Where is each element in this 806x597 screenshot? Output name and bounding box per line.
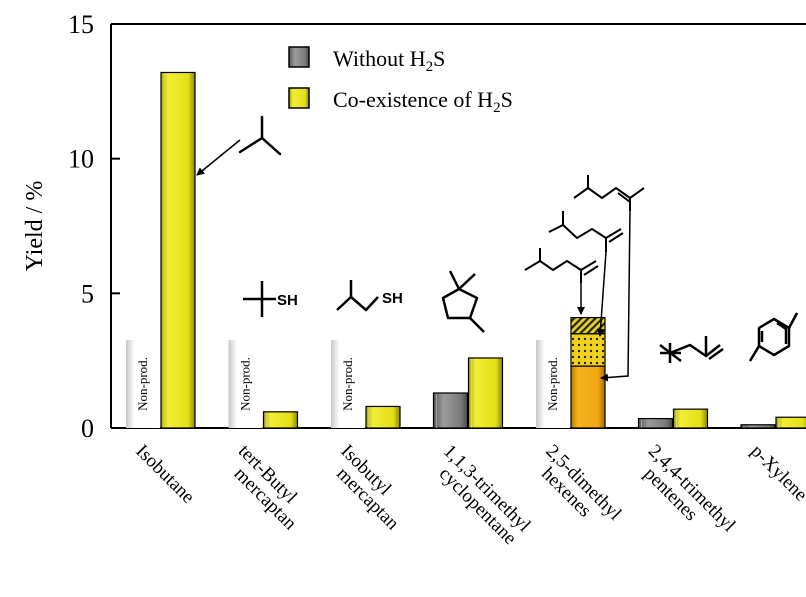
x-category-label: 2,5-dimethylhexenes [528,441,625,538]
bar-segment-dimethylhexene [570,365,606,429]
structure-p-xylene [748,312,799,362]
non-prod-label: Non-prod. [340,357,355,411]
x-category-label: Isobutylmercaptan [323,441,417,535]
bar-without-h2s [637,417,674,429]
structure-trimethylcyclopentane [441,270,485,333]
structure-trimethylpentene [659,336,724,363]
legend-label-without: Without H2S [333,46,445,75]
bar-with-h2s [775,416,806,429]
non-prod-placeholder [536,340,570,428]
legend: Without H2S Co-existence of H2S [288,46,513,116]
x-category-label: p-Xylene [746,441,806,506]
sh-label-ibm: SH [382,290,403,307]
y-axis-label: Yield / % [22,181,48,272]
arrow-isobutane [196,139,241,176]
legend-swatch-with [288,87,310,109]
structure-tert-butyl-mercaptan [243,281,276,317]
x-category-label: tert-Butylmercaptan [221,441,315,535]
non-prod-placeholder [228,340,263,428]
non-prod-placeholder [331,340,365,428]
structure-isobutane [238,115,282,156]
bar-without-h2s [740,424,776,429]
legend-label-with: Co-existence of H2S [333,87,513,116]
non-prod-label: Non-prod. [238,357,253,411]
structure-isobutyl-mercaptan [336,280,379,312]
bar-with-h2s [160,71,196,429]
legend-swatch-without [288,46,310,68]
non-prod-placeholder [126,340,160,428]
bar-segment-dimethylhexene [570,316,606,335]
bar-segment-dimethylhexene [570,333,606,367]
bar-without-h2s [432,392,469,429]
bar-with-h2s [262,411,299,429]
y-tick-label: 10 [68,145,94,174]
structure-dimethylhexene-a [573,175,645,211]
sh-label-tbm: SH [277,292,298,309]
bar-with-h2s [467,357,504,429]
bar-with-h2s [365,405,401,429]
x-category-label: 1,1,3-trimethylcyclopentane [426,441,535,550]
y-tick-label: 5 [81,279,94,308]
non-prod-label: Non-prod. [135,357,150,411]
structure-dimethylhexene-b [548,211,624,252]
y-ticks: 0 5 10 15 [68,10,120,443]
x-category-label: Isobutane [131,441,198,508]
bar-with-h2s [672,408,709,429]
x-category-label: 2,4,4-trimethylpentenes [631,441,740,550]
structure-dimethylhexene-c [524,248,599,283]
y-tick-label: 15 [68,10,94,39]
bars: Non-prod. Non-prod. Non-prod. Non-prod. [126,71,806,429]
non-prod-label: Non-prod. [545,357,560,411]
arrow-hexene-a [600,210,631,382]
arrow-hexene-b [596,251,607,337]
y-tick-label: 0 [81,414,94,443]
